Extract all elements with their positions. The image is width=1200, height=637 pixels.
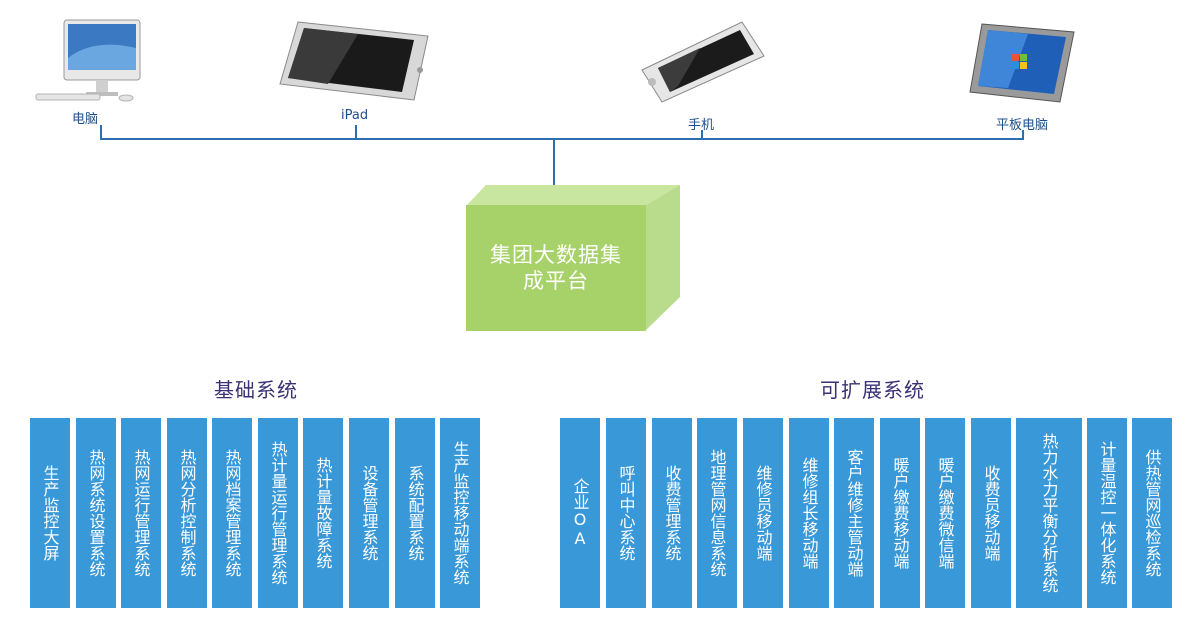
connector-horizontal xyxy=(100,138,1024,140)
extended-system-item: 企业OA xyxy=(560,418,600,608)
phone-icon xyxy=(638,20,766,108)
extended-system-item-label: 客户维修主管动端 xyxy=(844,449,864,577)
basic-system-item: 热网系统设置系统 xyxy=(76,418,116,608)
connector-ipad xyxy=(355,125,357,139)
basic-system-item-label: 设备管理系统 xyxy=(359,465,379,561)
extended-system-item: 呼叫中心系统 xyxy=(606,418,646,608)
basic-system-item-label: 生产监控移动端系统 xyxy=(450,441,470,585)
connector-to-platform xyxy=(553,139,555,189)
basic-system-item: 设备管理系统 xyxy=(349,418,389,608)
extended-system-item-label: 地理管网信息系统 xyxy=(707,449,727,577)
basic-system-item-label: 系统配置系统 xyxy=(405,465,425,561)
platform-box-side xyxy=(645,185,680,331)
extended-system-item: 维修员移动端 xyxy=(743,418,783,608)
extended-system-item-label: 维修员移动端 xyxy=(753,465,773,561)
basic-system-item: 热网分析控制系统 xyxy=(167,418,207,608)
extended-system-item: 收费管理系统 xyxy=(652,418,692,608)
basic-system-item-label: 热计量运行管理系统 xyxy=(268,441,288,585)
extended-system-item: 计量温控一体化系统 xyxy=(1087,418,1127,608)
extended-system-item: 暖户缴费移动端 xyxy=(880,418,920,608)
basic-system-item-label: 热网档案管理系统 xyxy=(222,449,242,577)
extended-system-item: 暖户缴费微信端 xyxy=(925,418,965,608)
device-label-ipad: iPad xyxy=(341,108,369,123)
connector-desktop xyxy=(100,125,102,139)
extended-system-item: 热力水力平衡分析系统 xyxy=(1016,418,1082,608)
platform-label-line1: 集团大数据集 xyxy=(490,243,622,267)
extended-system-item: 地理管网信息系统 xyxy=(697,418,737,608)
basic-system-item: 热网档案管理系统 xyxy=(212,418,252,608)
basic-system-item: 生产监控大屏 xyxy=(30,418,70,608)
basic-system-item: 热网运行管理系统 xyxy=(121,418,161,608)
extended-system-item-label: 暖户缴费移动端 xyxy=(890,457,910,569)
basic-system-item-label: 热网系统设置系统 xyxy=(86,449,106,577)
basic-system-item: 热计量故障系统 xyxy=(303,418,343,608)
platform-label-line2: 成平台 xyxy=(523,269,589,293)
extended-system-item-label: 收费员移动端 xyxy=(981,465,1001,561)
extended-system-item-label: 供热管网巡检系统 xyxy=(1142,449,1162,577)
extended-system-item-label: 企业OA xyxy=(570,478,590,548)
platform-label: 集团大数据集 成平台 xyxy=(476,242,636,294)
connector-phone xyxy=(701,130,703,139)
extended-system-item-label: 热力水力平衡分析系统 xyxy=(1039,433,1059,593)
basic-system-item: 热计量运行管理系统 xyxy=(258,418,298,608)
desktop-computer-icon xyxy=(34,18,144,108)
basic-system-item: 系统配置系统 xyxy=(395,418,435,608)
extended-system-item: 供热管网巡检系统 xyxy=(1132,418,1172,608)
device-label-phone: 手机 xyxy=(688,118,715,133)
extended-system-item-label: 暖户缴费微信端 xyxy=(935,457,955,569)
basic-system-item-label: 生产监控大屏 xyxy=(40,465,60,561)
extended-system-item: 收费员移动端 xyxy=(971,418,1011,608)
connector-tablet xyxy=(1022,130,1024,139)
extended-system-item-label: 呼叫中心系统 xyxy=(616,465,636,561)
ipad-icon xyxy=(278,18,434,108)
extended-system-item: 维修组长移动端 xyxy=(789,418,829,608)
extended-system-item-label: 收费管理系统 xyxy=(662,465,682,561)
basic-system-item-label: 热计量故障系统 xyxy=(313,457,333,569)
extended-system-item: 客户维修主管动端 xyxy=(834,418,874,608)
platform-box-top xyxy=(466,185,680,206)
extended-system-item-label: 计量温控一体化系统 xyxy=(1097,441,1117,585)
basic-systems-title: 基础系统 xyxy=(214,378,298,402)
extended-system-item-label: 维修组长移动端 xyxy=(799,457,819,569)
platform-box: 集团大数据集 成平台 xyxy=(466,205,646,331)
basic-system-item-label: 热网分析控制系统 xyxy=(177,449,197,577)
extended-systems-title: 可扩展系统 xyxy=(820,378,925,402)
device-label-desktop: 电脑 xyxy=(72,112,99,127)
device-label-tablet: 平板电脑 xyxy=(996,118,1049,133)
basic-system-item: 生产监控移动端系统 xyxy=(440,418,480,608)
tablet-pc-icon xyxy=(968,22,1078,110)
basic-system-item-label: 热网运行管理系统 xyxy=(131,449,151,577)
